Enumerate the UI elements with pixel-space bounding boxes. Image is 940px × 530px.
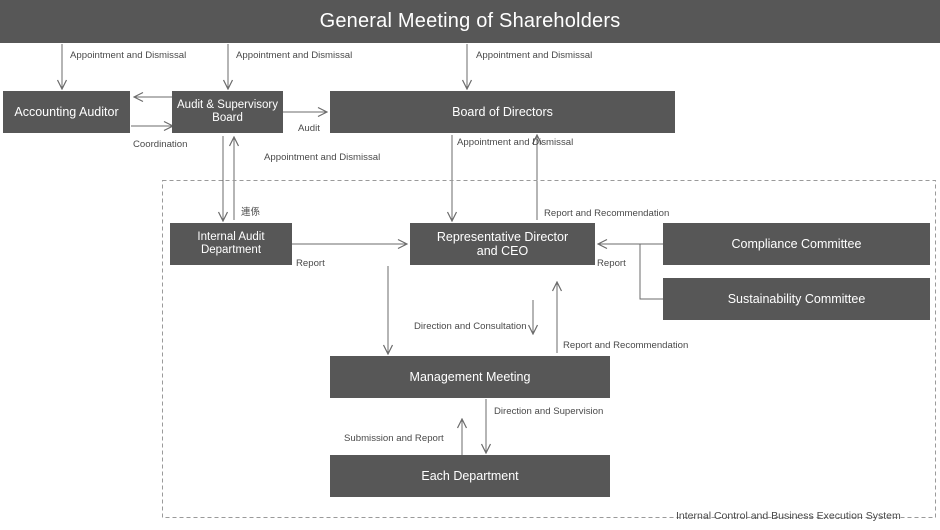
- box-board-of-directors: Board of Directors: [330, 91, 675, 133]
- box-label: Representative Director and CEO: [436, 229, 569, 258]
- box-compliance-committee: Compliance Committee: [663, 223, 930, 265]
- box-label: Compliance Committee: [731, 236, 862, 251]
- edge-label-report-recommendation-board: Report and Recommendation: [544, 208, 670, 219]
- edge-label-submission-and-report: Submission and Report: [344, 433, 444, 444]
- edge-label-appointment-dismissal-representative-director: Appointment and Dismissal: [457, 137, 574, 148]
- box-label: General Meeting of Shareholders: [319, 10, 621, 32]
- edge-label-report-internal-audit: Report: [296, 258, 325, 269]
- box-each-department: Each Department: [330, 455, 610, 497]
- box-label: Audit & Supervisory Board: [177, 98, 278, 124]
- edge-label-liaison: 連係: [241, 207, 261, 218]
- edge-label-direction-and-consultation: Direction and Consultation: [414, 321, 527, 332]
- box-general-meeting-of-shareholders: General Meeting of Shareholders: [0, 0, 940, 43]
- edge-label-report-committees: Report: [597, 258, 626, 269]
- box-management-meeting: Management Meeting: [330, 356, 610, 398]
- box-label: Management Meeting: [409, 369, 531, 384]
- box-label: Board of Directors: [452, 104, 553, 119]
- box-representative-director-and-ceo: Representative Director and CEO: [410, 223, 595, 265]
- box-label: Internal Audit Department: [197, 230, 265, 256]
- diagram-caption: Internal Control and Business Execution …: [676, 510, 901, 522]
- box-label: Each Department: [421, 468, 519, 483]
- edge-label-appointment-dismissal-accounting-auditor: Appointment and Dismissal: [70, 50, 187, 61]
- edge-label-audit: Audit: [298, 123, 320, 134]
- edge-label-appointment-dismissal-audit-supervisory-board: Appointment and Dismissal: [236, 50, 353, 61]
- box-accounting-auditor: Accounting Auditor: [3, 91, 130, 133]
- edge-label-appointment-dismissal-board-of-directors: Appointment and Dismissal: [476, 50, 593, 61]
- edge-label-appointment-dismissal-internal-audit: Appointment and Dismissal: [264, 152, 381, 163]
- edge-label-direction-and-supervision: Direction and Supervision: [494, 406, 604, 417]
- box-audit-supervisory-board: Audit & Supervisory Board: [172, 91, 283, 133]
- box-label: Sustainability Committee: [727, 291, 866, 306]
- edge-label-coordination: Coordination: [133, 139, 188, 150]
- internal-control-boundary: [162, 180, 936, 518]
- box-label: Accounting Auditor: [14, 104, 119, 119]
- box-internal-audit-department: Internal Audit Department: [170, 223, 292, 265]
- box-sustainability-committee: Sustainability Committee: [663, 278, 930, 320]
- edge-label-report-recommendation-management: Report and Recommendation: [563, 340, 689, 351]
